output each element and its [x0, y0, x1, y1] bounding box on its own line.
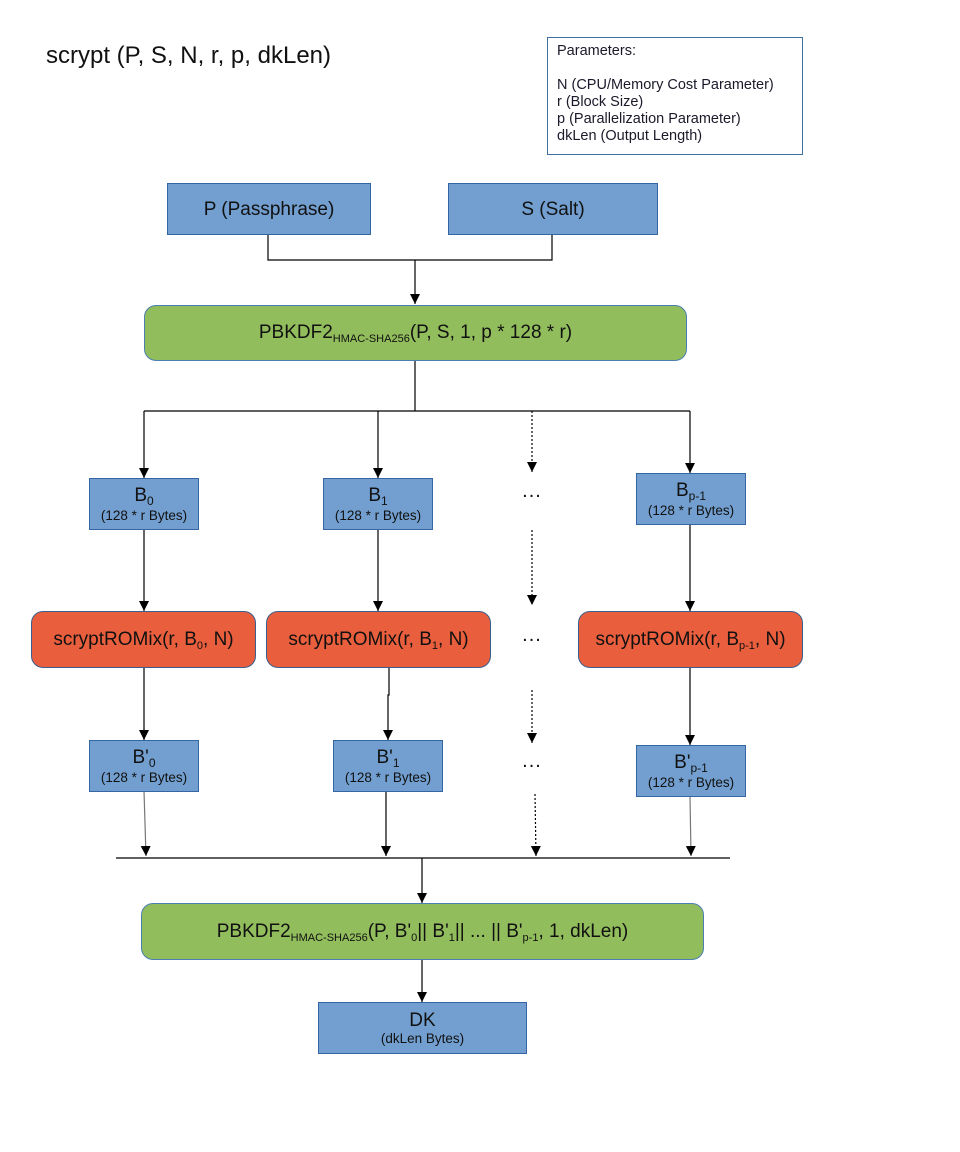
- parameters-legend: Parameters: N (CPU/Memory Cost Parameter…: [547, 37, 803, 155]
- block-size: (128 * r Bytes): [334, 508, 422, 523]
- arrow-romix1-out: [383, 667, 393, 740]
- derived-key-box: DK (dkLen Bytes): [318, 1002, 527, 1054]
- pbkdf2-arg-sub: 0: [411, 931, 418, 944]
- block-name: B': [674, 752, 691, 773]
- block-size: (128 * r Bytes): [344, 770, 432, 785]
- romix-label-end: , N): [438, 628, 469, 650]
- block-size: (128 * r Bytes): [100, 770, 188, 785]
- romix-label: scryptROMix(r, B: [595, 628, 740, 650]
- block-subscript: 0: [148, 756, 156, 770]
- ellipsis-mixed: ...: [522, 750, 542, 772]
- pbkdf2-arg: || B': [417, 920, 449, 942]
- diagram-title: scrypt (P, S, N, r, p, dkLen): [46, 42, 331, 69]
- block-subscript: 1: [381, 494, 388, 508]
- romix-label: scryptROMix(r, B: [288, 628, 432, 650]
- block-bp1: Bp-1 (128 * r Bytes): [636, 473, 746, 525]
- pbkdf2-args: (P, S, 1, p * 128 * r): [409, 322, 573, 343]
- romix-subscript: 0: [196, 639, 204, 652]
- salt-label: S (Salt): [521, 198, 585, 220]
- romix-subscript: p-1: [739, 639, 755, 652]
- romix-label: scryptROMix(r, B: [53, 628, 197, 650]
- mixed-block-b0: B'0 (128 * r Bytes): [89, 740, 199, 792]
- fanout-connector: [144, 361, 690, 412]
- salt-box: S (Salt): [448, 183, 658, 235]
- block-b1: B1 (128 * r Bytes): [323, 478, 433, 530]
- mixed-block-b1: B'1 (128 * r Bytes): [333, 740, 443, 792]
- block-size: (128 * r Bytes): [100, 508, 188, 523]
- pbkdf2-subscript: HMAC-SHA256: [332, 333, 410, 345]
- romix-subscript: 1: [431, 639, 439, 652]
- arrow-dotted-4: [530, 793, 541, 857]
- parameter-item: N (CPU/Memory Cost Parameter): [557, 77, 774, 93]
- block-size: (128 * r Bytes): [647, 503, 735, 518]
- ellipsis-blocks: ...: [522, 480, 542, 502]
- passphrase-box: P (Passphrase): [167, 183, 371, 235]
- pbkdf2-arg-sub: 1: [448, 931, 455, 944]
- block-subscript: p-1: [690, 761, 708, 775]
- block-subscript: p-1: [688, 489, 707, 503]
- pbkdf2-name: PBKDF2: [216, 920, 291, 942]
- passphrase-connector: [267, 234, 553, 261]
- pbkdf2-arg: (P, B': [367, 920, 412, 942]
- parameter-item: dkLen (Output Length): [557, 128, 703, 144]
- mixed-block-bp1: B'p-1 (128 * r Bytes): [636, 745, 746, 797]
- pbkdf2-arg: || ... || B': [454, 920, 523, 942]
- pbkdf2-subscript: HMAC-SHA256: [290, 931, 368, 944]
- dk-size: (dkLen Bytes): [380, 1031, 465, 1046]
- parameter-item: r (Block Size): [557, 94, 644, 110]
- block-b0: B0 (128 * r Bytes): [89, 478, 199, 530]
- block-name: B': [132, 747, 149, 768]
- passphrase-label: P (Passphrase): [203, 198, 335, 220]
- block-size: (128 * r Bytes): [647, 775, 735, 790]
- block-name: B: [134, 485, 147, 506]
- block-name: B': [376, 747, 393, 768]
- block-name: B: [368, 485, 381, 506]
- block-name: B: [675, 480, 689, 501]
- ellipsis-romix: ...: [522, 624, 542, 646]
- romix-label-end: , N): [754, 628, 786, 650]
- pbkdf2-arg-sub: p-1: [522, 931, 539, 944]
- block-subscript: 0: [147, 494, 154, 508]
- block-subscript: 1: [392, 756, 400, 770]
- pbkdf2-arg: , 1, dkLen): [538, 920, 629, 942]
- arrow-b0p-merge: [140, 790, 151, 857]
- pbkdf2-name: PBKDF2: [258, 322, 333, 343]
- dk-label: DK: [409, 1010, 436, 1031]
- arrow-bp1p-merge: [685, 795, 696, 857]
- parameter-item: p (Parallelization Parameter): [557, 111, 741, 127]
- parameters-heading: Parameters:: [557, 43, 636, 59]
- romix-label-end: , N): [203, 628, 234, 650]
